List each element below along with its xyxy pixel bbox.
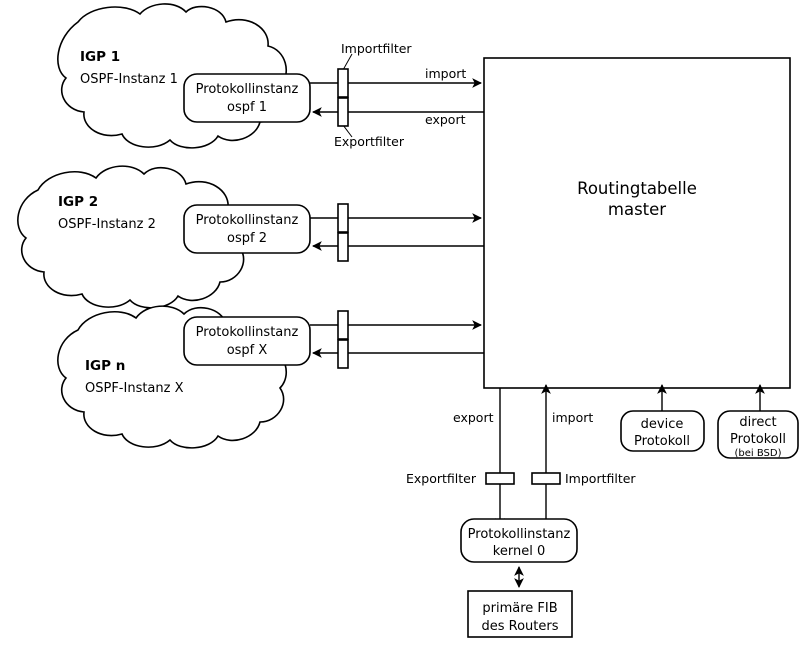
device-protocol-box: [620, 410, 705, 452]
protocol-instance-box-3: [183, 316, 311, 366]
protocol-instance-kernel-line1: Protokollinstanz: [468, 527, 571, 542]
igp-cloud-1-title: IGP 1: [80, 49, 120, 65]
igp-cloud-3-subtitle: OSPF-Instanz X: [85, 381, 184, 396]
import-filter-label-kernel: Importfilter: [565, 471, 636, 486]
export-edge-label-kernel: export: [453, 410, 494, 425]
protocol-instance-box-1: [183, 73, 311, 123]
primary-fib-line2: des Routers: [481, 619, 558, 634]
protocol-instance-box-kernel: [460, 518, 578, 563]
protocol-instance-2-line1: Protokollinstanz: [196, 213, 299, 228]
routing-table-title-line1: Routingtabelle: [577, 179, 697, 198]
direct-protocol-line1: direct: [739, 415, 776, 430]
direct-protocol-line3: (bei BSD): [735, 448, 782, 459]
protocol-instance-kernel-line2: kernel 0: [493, 544, 545, 559]
direct-protocol-line2: Protokoll: [730, 432, 786, 447]
direct-protocol-box: [717, 410, 799, 459]
device-protocol-line2: Protokoll: [634, 434, 690, 449]
primary-fib-box: [467, 590, 573, 638]
import-filter-label-row1: Importfilter: [341, 41, 412, 56]
export-edge-label-row1: export: [425, 112, 466, 127]
protocol-instance-1-line1: Protokollinstanz: [196, 82, 299, 97]
igp-cloud-1-subtitle: OSPF-Instanz 1: [80, 72, 178, 87]
protocol-instance-3-line2: ospf X: [227, 343, 268, 358]
export-filter-label-kernel: Exportfilter: [406, 471, 477, 486]
igp-cloud-3-title: IGP n: [85, 358, 125, 374]
primary-fib-line1: primäre FIB: [482, 601, 557, 616]
export-filter-plate-row3: [337, 339, 349, 369]
routing-table-master-box: [483, 57, 791, 389]
export-filter-plate-row1: [337, 97, 349, 127]
export-filter-plate-kernel: [485, 472, 515, 485]
import-filter-plate-kernel: [531, 472, 561, 485]
import-edge-label-row1: import: [425, 66, 466, 81]
protocol-instance-box-2: [183, 204, 311, 254]
import-edge-label-kernel: import: [552, 410, 593, 425]
routing-table-title-line2: master: [608, 200, 666, 219]
import-filter-plate-row3: [337, 310, 349, 340]
import-filter-plate-row1: [337, 68, 349, 98]
protocol-instance-1-line2: ospf 1: [227, 100, 267, 115]
igp-cloud-2: [17, 165, 248, 309]
igp-cloud-2-title: IGP 2: [58, 194, 98, 210]
igp-cloud-2-subtitle: OSPF-Instanz 2: [58, 217, 156, 232]
import-filter-plate-row2: [337, 203, 349, 233]
protocol-instance-3-line1: Protokollinstanz: [196, 325, 299, 340]
export-filter-plate-row2: [337, 232, 349, 262]
export-filter-label-row1: Exportfilter: [334, 134, 405, 149]
device-protocol-line1: device: [641, 417, 684, 432]
protocol-instance-2-line2: ospf 2: [227, 231, 267, 246]
